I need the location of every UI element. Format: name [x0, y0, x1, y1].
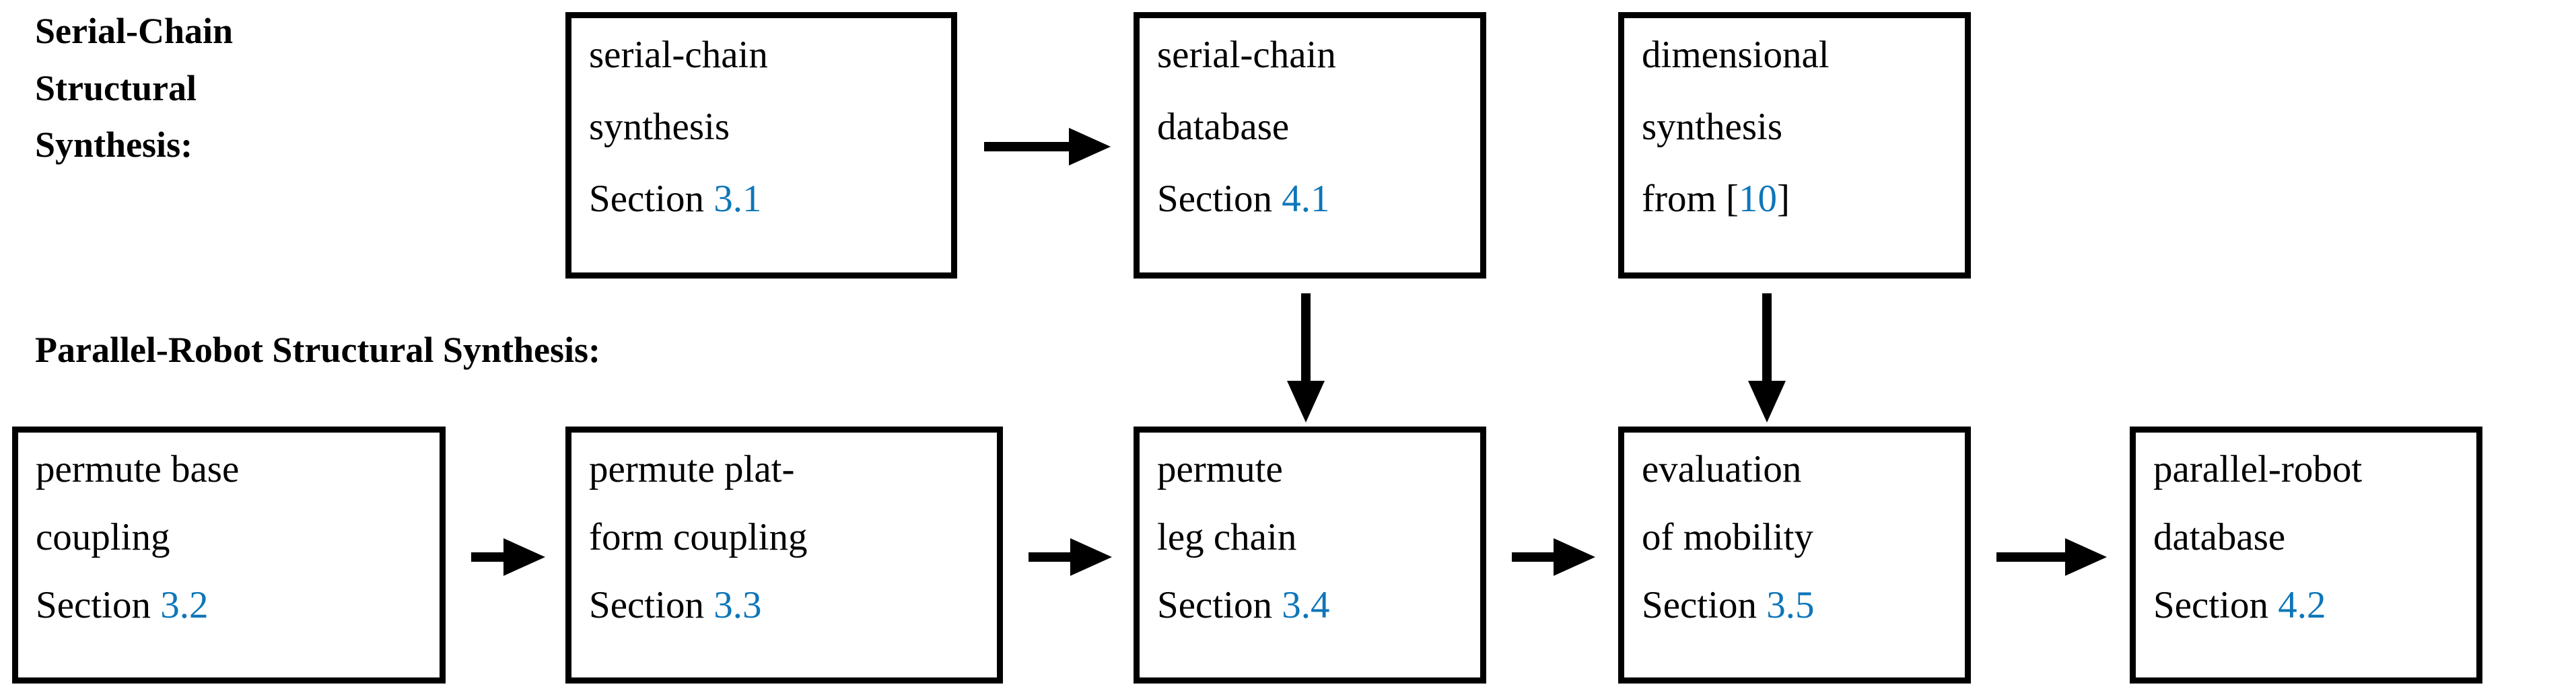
arrow-head: [1748, 381, 1786, 422]
citation-prefix: from [: [1642, 178, 1739, 220]
section-number-link[interactable]: 4.1: [1282, 178, 1330, 220]
arrow-head: [503, 538, 545, 576]
node-line-1: evaluation: [1642, 448, 1802, 490]
node-line-2: leg chain: [1157, 516, 1297, 558]
node-line-1: dimensional: [1642, 34, 1830, 76]
parallel-robot-section-label: Parallel-Robot Structural Synthesis:: [35, 330, 600, 370]
node-line-1: permute: [1157, 448, 1283, 490]
section-number-link[interactable]: 3.1: [713, 178, 762, 220]
section-number-link[interactable]: 3.5: [1766, 584, 1815, 626]
arrow-head: [1554, 538, 1595, 576]
node-line-2: coupling: [36, 516, 170, 558]
arrow-shaft: [471, 552, 505, 562]
node-line-2: database: [2153, 516, 2286, 558]
section-number-link[interactable]: 4.2: [2278, 584, 2326, 626]
node-section-reference: Section 4.2: [2153, 586, 2476, 624]
arrow-down-icon-database-to-leg-chain: [1287, 293, 1325, 422]
arrow-down-icon-dimensional-to-evaluation: [1748, 293, 1786, 422]
section-number-link[interactable]: 3.3: [713, 584, 762, 626]
section-prefix: Section: [1642, 584, 1767, 626]
node-line-2: form coupling: [589, 516, 808, 558]
serial-label-line-3: Synthesis:: [35, 124, 193, 165]
section-prefix: Section: [1157, 178, 1282, 220]
node-line-1: permute plat-: [589, 448, 795, 490]
node-citation-reference: from [10]: [1642, 180, 1965, 218]
node-serial-chain-synthesis[interactable]: serial-chain synthesis Section 3.1: [565, 12, 957, 279]
arrow-shaft: [1512, 552, 1555, 562]
arrow-head: [1070, 538, 1112, 576]
node-evaluation-of-mobility[interactable]: evaluation of mobility Section 3.5: [1618, 427, 1971, 684]
node-dimensional-synthesis[interactable]: dimensional synthesis from [10]: [1618, 12, 1971, 279]
node-parallel-robot-database[interactable]: parallel-robot database Section 4.2: [2130, 427, 2482, 684]
arrow-shaft: [1301, 293, 1311, 388]
node-section-reference: Section 3.3: [589, 586, 997, 624]
node-permute-leg-chain[interactable]: permute leg chain Section 3.4: [1134, 427, 1486, 684]
node-serial-chain-database[interactable]: serial-chain database Section 4.1: [1134, 12, 1486, 279]
node-line-1: parallel-robot: [2153, 448, 2363, 490]
section-number-link[interactable]: 3.4: [1282, 584, 1330, 626]
arrow-shaft: [1762, 293, 1772, 388]
node-line-1: serial-chain: [589, 34, 768, 76]
node-section-reference: Section 3.1: [589, 180, 951, 218]
arrow-right-icon-evaluation-to-database: [1996, 538, 2107, 576]
citation-suffix: ]: [1777, 178, 1790, 220]
section-prefix: Section: [2153, 584, 2278, 626]
node-line-1: serial-chain: [1157, 34, 1336, 76]
node-line-2: synthesis: [589, 106, 730, 148]
arrow-head: [1287, 381, 1325, 422]
arrow-head: [2065, 538, 2107, 576]
citation-number-link[interactable]: 10: [1739, 178, 1778, 220]
node-section-reference: Section 3.4: [1157, 586, 1480, 624]
section-prefix: Section: [36, 584, 161, 626]
arrow-head: [1069, 128, 1111, 165]
node-section-reference: Section 3.5: [1642, 586, 1965, 624]
node-line-1: permute base: [36, 448, 240, 490]
arrow-right-icon-synthesis-to-database: [984, 128, 1111, 165]
serial-label-line-1: Serial-Chain: [35, 11, 234, 51]
node-permute-base-coupling[interactable]: permute base coupling Section 3.2: [12, 427, 446, 684]
section-number-link[interactable]: 3.2: [160, 584, 209, 626]
node-section-reference: Section 3.2: [36, 586, 440, 624]
node-line-2: database: [1157, 106, 1290, 148]
arrow-shaft: [1029, 552, 1072, 562]
section-prefix: Section: [589, 584, 714, 626]
node-line-2: of mobility: [1642, 516, 1813, 558]
serial-label-line-2: Structural: [35, 67, 197, 108]
arrow-right-icon-base-to-platform: [471, 538, 545, 576]
section-prefix: Section: [1157, 584, 1282, 626]
serial-chain-section-label: Serial-Chain Structural Synthesis:: [35, 12, 233, 183]
section-prefix: Section: [589, 178, 714, 220]
arrow-shaft: [1996, 552, 2066, 562]
node-permute-platform-coupling[interactable]: permute plat- form coupling Section 3.3: [565, 427, 1003, 684]
arrow-shaft: [984, 142, 1069, 151]
node-section-reference: Section 4.1: [1157, 180, 1480, 218]
arrow-right-icon-leg-to-evaluation: [1512, 538, 1595, 576]
arrow-right-icon-platform-to-leg: [1029, 538, 1112, 576]
node-line-2: synthesis: [1642, 106, 1783, 148]
